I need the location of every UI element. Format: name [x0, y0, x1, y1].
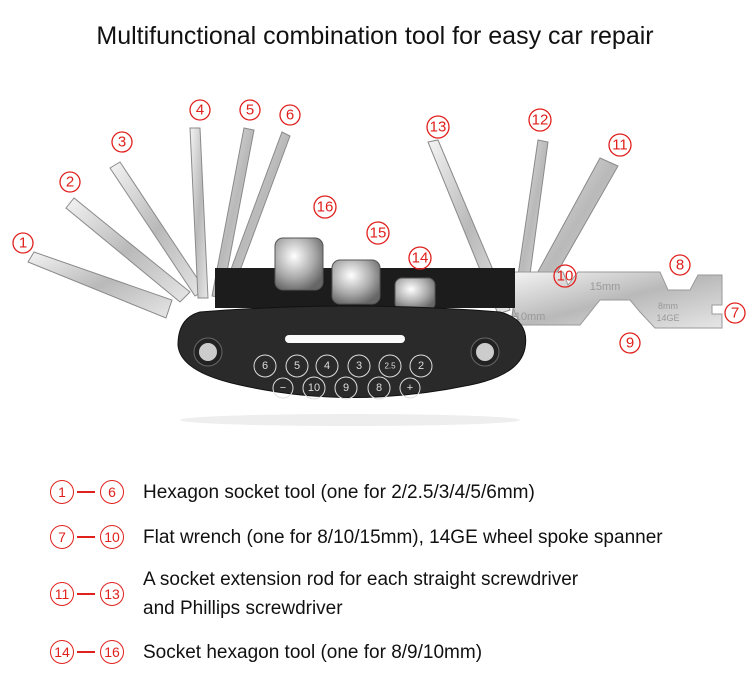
- hex-mark-3: 3: [356, 360, 362, 372]
- legend-badge-from: 11: [50, 582, 74, 606]
- wrench-marking-10: 10mm: [515, 311, 546, 323]
- callout-9: 9: [619, 332, 641, 354]
- callout-7: 7: [724, 302, 746, 324]
- plus-mark: +: [407, 382, 413, 394]
- multitool-illustration: 15mm 10mm 8mm 14GE 6 5 4 3 2.5 2 − 10 9 …: [12, 99, 746, 426]
- callout-15: 15: [366, 221, 390, 245]
- legend-badge-from: 1: [50, 480, 74, 504]
- front-plate: [177, 305, 527, 398]
- svg-text:13: 13: [430, 119, 447, 136]
- svg-text:3: 3: [118, 134, 126, 151]
- svg-text:6: 6: [286, 107, 294, 124]
- svg-text:7: 7: [731, 305, 739, 322]
- callout-14: 14: [408, 246, 432, 270]
- legend-text: Flat wrench (one for 8/10/15mm), 14GE wh…: [143, 527, 663, 548]
- hex-mark-2: 2: [418, 360, 424, 372]
- svg-text:8: 8: [676, 257, 684, 274]
- callout-12: 12: [528, 108, 552, 132]
- minus-mark: −: [280, 382, 286, 394]
- svg-text:12: 12: [532, 112, 549, 129]
- socket-mark-10: 10: [308, 382, 320, 394]
- legend-badge-to: 6: [100, 480, 124, 504]
- socket-14: [394, 277, 436, 311]
- svg-text:2: 2: [66, 174, 74, 191]
- svg-text:9: 9: [626, 335, 634, 352]
- legend-badge-to: 10: [100, 525, 124, 549]
- legend-badge-to: 13: [100, 582, 124, 606]
- sockets: [274, 237, 436, 311]
- pivot-bolt-right: [476, 343, 494, 361]
- socket-15: [331, 259, 381, 305]
- socket-16: [274, 237, 324, 291]
- pivot-bolt-left: [199, 343, 217, 361]
- legend-text: A socket extension rod for each straight…: [143, 569, 579, 590]
- callout-13: 13: [426, 115, 450, 139]
- socket-mark-8: 8: [376, 382, 382, 394]
- callout-4: 4: [189, 99, 211, 121]
- callout-8: 8: [669, 254, 691, 276]
- callout-6: 6: [279, 104, 301, 126]
- svg-text:11: 11: [612, 137, 628, 154]
- wrench-marking-8: 8mm: [658, 301, 678, 311]
- svg-text:10: 10: [557, 268, 574, 285]
- hex-key-2: [65, 197, 191, 303]
- svg-text:15: 15: [370, 225, 387, 242]
- legend-badge-to: 16: [100, 640, 124, 664]
- page-title: Multifunctional combination tool for eas…: [96, 22, 654, 50]
- callout-10: 10: [553, 264, 577, 288]
- svg-text:4: 4: [196, 102, 204, 119]
- hex-mark-5: 5: [294, 360, 300, 372]
- hex-key-4: [189, 127, 209, 299]
- legend-badge-from: 7: [50, 525, 74, 549]
- callouts: 1 2 3 4 5 6 7 8 9 10 11 12 13 14 15 16: [12, 99, 746, 354]
- svg-text:1: 1: [19, 235, 27, 252]
- socket-mark-9: 9: [343, 382, 349, 394]
- legend-text: Socket hexagon tool (one for 8/9/10mm): [143, 642, 483, 663]
- callout-2: 2: [59, 171, 81, 193]
- legend-text-line2: and Phillips screwdriver: [143, 598, 343, 619]
- legend-badge-from: 14: [50, 640, 74, 664]
- wrench-marking-15: 15mm: [590, 281, 621, 293]
- svg-text:16: 16: [317, 199, 334, 216]
- svg-text:5: 5: [246, 102, 254, 119]
- flat-wrench: [509, 271, 723, 329]
- callout-11: 11: [608, 133, 632, 157]
- wrench-marking-14ge: 14GE: [656, 313, 679, 323]
- hex-mark-6: 6: [262, 360, 268, 372]
- svg-text:14: 14: [412, 250, 429, 267]
- callout-5: 5: [239, 99, 261, 121]
- callout-1: 1: [12, 232, 34, 254]
- callout-3: 3: [111, 131, 133, 153]
- legend-text: Hexagon socket tool (one for 2/2.5/3/4/5…: [143, 482, 535, 503]
- hex-mark-2-5: 2.5: [384, 362, 396, 371]
- callout-16: 16: [313, 195, 337, 219]
- hex-mark-4: 4: [324, 360, 330, 372]
- hex-key-1: [27, 251, 173, 319]
